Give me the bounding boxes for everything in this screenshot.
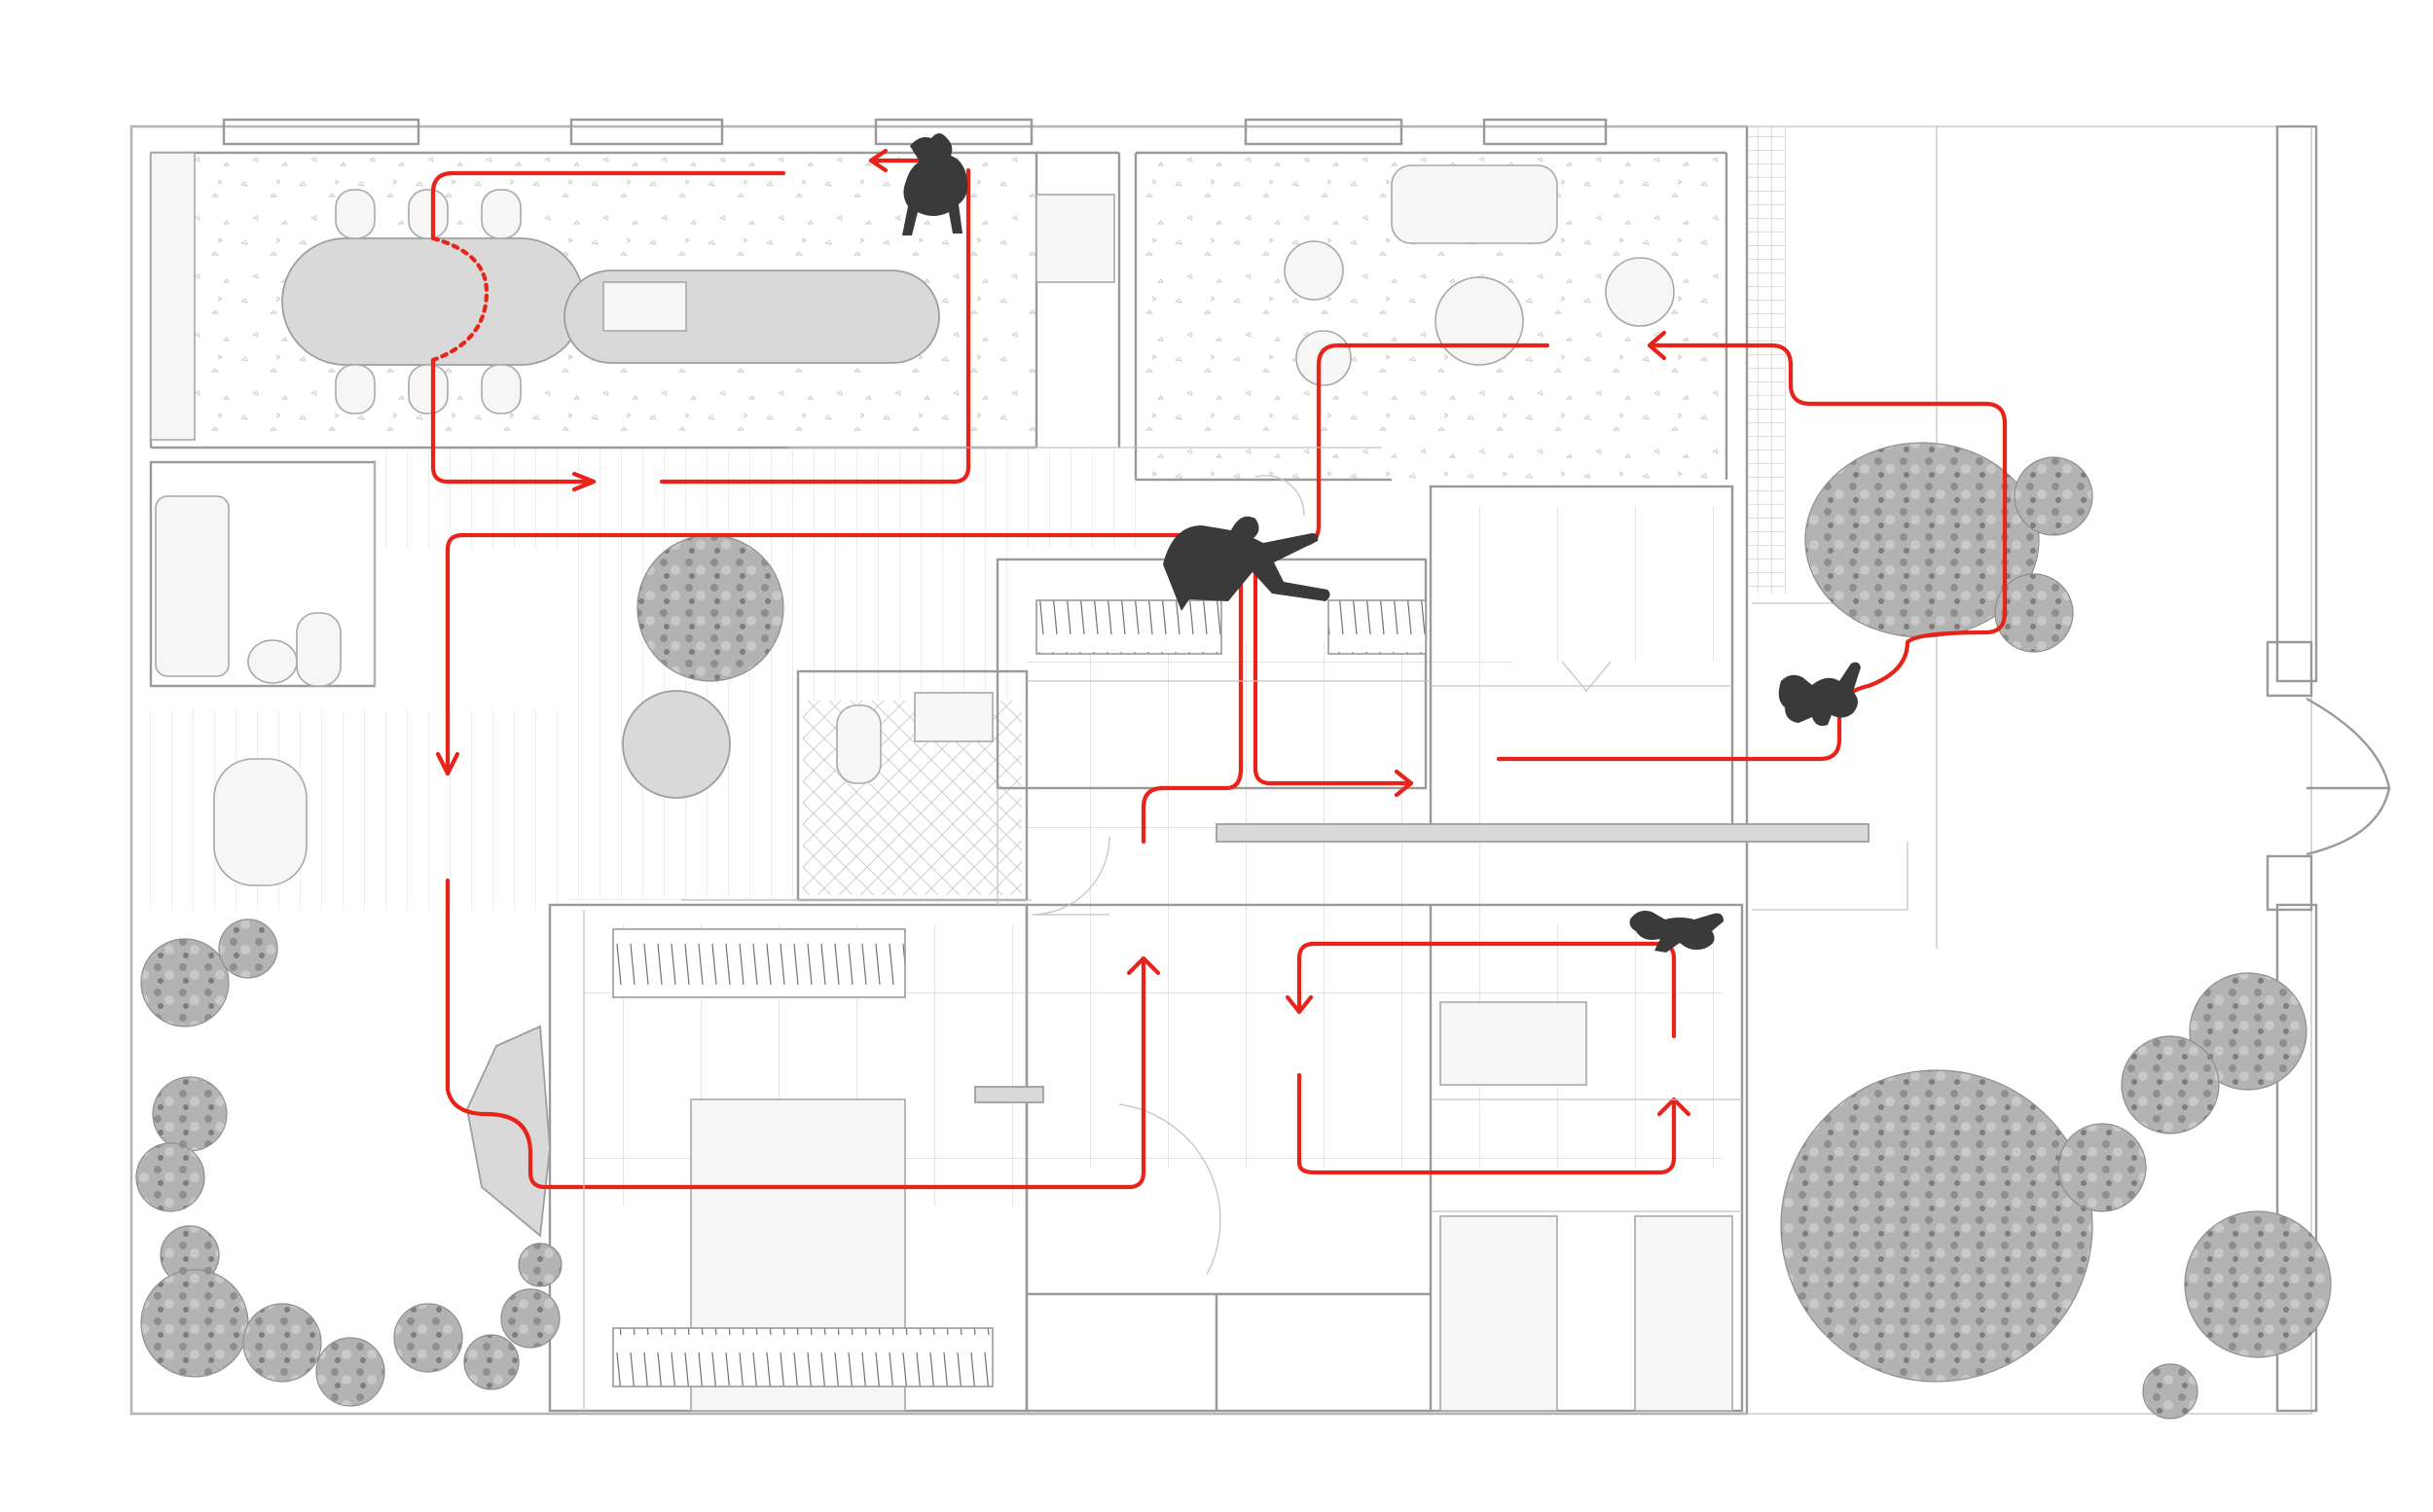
round-table: [622, 690, 731, 799]
desk: [1439, 1001, 1587, 1086]
kitchen-counter: [150, 152, 196, 441]
balcony-grid: [1747, 126, 1786, 594]
bed-kids-1: [1439, 1215, 1558, 1412]
bath-seat: [213, 758, 308, 886]
windows: [222, 118, 2391, 1413]
dog-icon: [902, 133, 968, 235]
terrace-deck: [131, 710, 589, 910]
wc-sink: [914, 692, 994, 742]
armchair-2: [1295, 330, 1352, 386]
sink: [602, 281, 687, 332]
coffee-table: [1434, 276, 1524, 366]
kids-room: [1025, 903, 1744, 1413]
wash-basin: [247, 639, 298, 684]
outer-boundary: [130, 126, 2312, 1415]
interior-detail: [374, 447, 1742, 1411]
furniture: [150, 152, 1733, 1412]
route-dog-down: [430, 357, 597, 485]
armchair-1: [1284, 240, 1344, 301]
partition-beam-2: [974, 1086, 1044, 1103]
dining-chairs: [335, 189, 522, 414]
hall-floor: [365, 450, 1144, 549]
boulder: [466, 1025, 551, 1238]
route-person: [445, 532, 1224, 776]
child-crawling-icon: [1778, 662, 1861, 726]
bathtub: [155, 495, 230, 677]
tatami-3: [1022, 924, 1723, 1168]
person-reaching-icon: [1163, 516, 1330, 611]
tatami-2: [1431, 506, 1723, 662]
hall-strip: [569, 898, 1036, 918]
route-dog-dashed: [430, 235, 490, 363]
bookshelf-west: [612, 928, 906, 998]
greenery: [135, 442, 2332, 1420]
partition-beam: [1216, 823, 1870, 843]
route-garden: [445, 878, 1146, 1190]
kitchen-cabinet: [1035, 194, 1115, 283]
courtyard-tree: [636, 534, 784, 682]
bookshelf-north: [1035, 599, 1222, 655]
route-kids: [1296, 941, 1677, 1039]
armchair-3: [1605, 257, 1675, 327]
garden-tree-large: [1780, 1069, 2093, 1383]
dining-table: [281, 237, 585, 366]
terrace-plants: [135, 918, 563, 1407]
sofa: [1391, 164, 1558, 244]
bed-kids-2: [1634, 1215, 1733, 1412]
route-dog: [430, 170, 786, 241]
route-kids-2: [1296, 1072, 1677, 1175]
wc-toilet: [836, 704, 882, 784]
toilet: [296, 612, 342, 687]
bookshelf-south: [612, 1327, 994, 1387]
child-crawling-icon-2: [1629, 911, 1724, 953]
bookshelf-east: [1327, 599, 1427, 655]
